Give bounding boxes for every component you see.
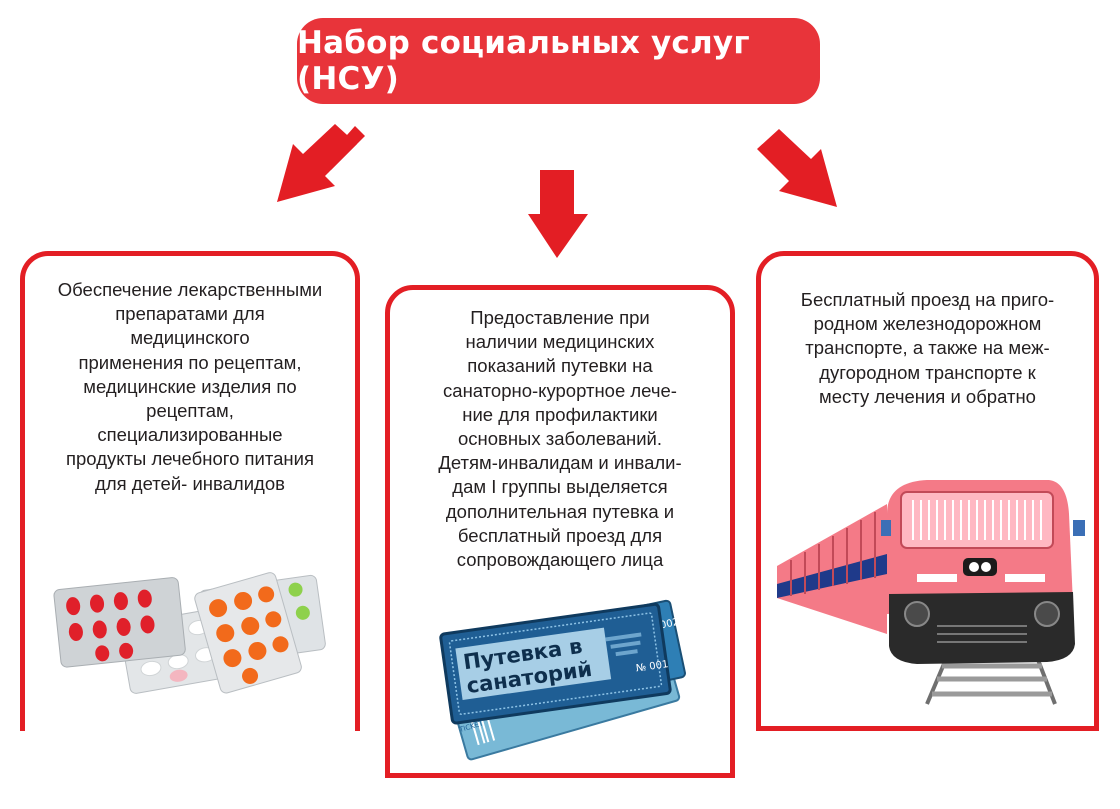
card-transport: Бесплатный проезд на приго- родном желез… [756,251,1099,731]
train-image [777,480,1085,705]
diagram-title: Набор социальных услуг (НСУ) [297,25,750,97]
card-medicines-text: Обеспечение лекарственными препаратами д… [57,279,323,494]
card-sanatorium: Предоставление при наличии медицинских п… [385,285,735,778]
sanatorium-ticket-image: № 002 Путевка в санаторий № 001 TICKET [439,599,686,761]
card-medicines: Обеспечение лекарственными препаратами д… [20,251,360,731]
arrow-right-icon [757,129,837,207]
title-banner: Набор социальных услуг (НСУ) [297,18,820,104]
card-sanatorium-text: Предоставление при наличии медицинских п… [438,307,682,571]
pills-blister-image [53,572,326,694]
card-transport-text: Бесплатный проезд на приго- родном желез… [800,289,1055,407]
ticket-number-bottom: № 001 [635,659,669,674]
arrow-down-icon [528,170,588,258]
arrow-left-icon [277,124,365,202]
